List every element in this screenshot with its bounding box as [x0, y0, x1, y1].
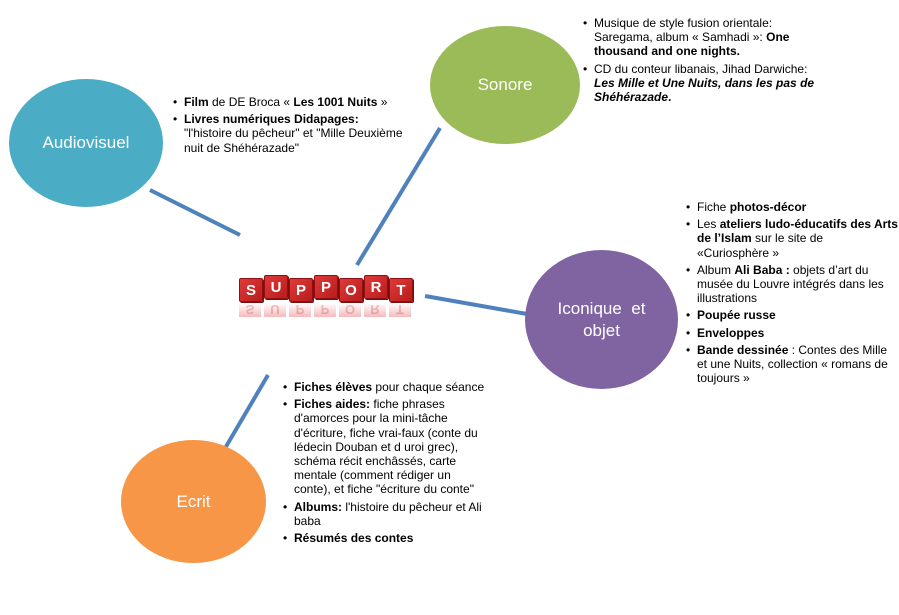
text: "l'histoire du pêcheur" et "Mille Deuxiè…: [184, 126, 403, 155]
node-iconique-objet: Iconique et objet: [525, 250, 678, 389]
text: l'histoire du pêcheur et Ali baba: [294, 499, 482, 528]
node-sonore-label: Sonore: [477, 75, 533, 95]
bold-text: Bande dessinée: [697, 342, 789, 357]
logo-letter-cube: P: [314, 275, 338, 299]
logo-letter-cube: S: [239, 278, 263, 302]
list-item: Musique de style fusion orientale: Sareg…: [583, 16, 823, 59]
node-iconique-label: Iconique et objet: [547, 298, 657, 341]
text: sur le site de «Curiosphère »: [697, 231, 824, 260]
bold-text: Poupée russe: [697, 308, 776, 323]
list-item: Film de DE Broca « Les 1001 Nuits »: [173, 95, 403, 109]
logo-letter-reflection: O: [339, 303, 361, 317]
logo-letter-reflection: P: [314, 303, 336, 317]
iconique-list: Fiche photos-décorLes ateliers ludo-éduc…: [686, 200, 898, 388]
list-item: Livres numériques Didapages: "l'histoire…: [173, 112, 403, 155]
text: objets d’art du musée du Louvre intégrés…: [697, 262, 884, 306]
text: de DE Broca «: [208, 95, 294, 109]
logo-letter-reflection: P: [289, 303, 311, 317]
logo-letter-reflection: T: [389, 303, 411, 317]
text: Album: [697, 262, 735, 277]
node-ecrit: Ecrit: [121, 440, 266, 563]
bold-text: Fiches aides:: [294, 397, 371, 412]
sonore-list: Musique de style fusion orientale: Sareg…: [583, 16, 823, 107]
text: Les: [697, 217, 720, 232]
audiovisuel-list: Film de DE Broca « Les 1001 Nuits » Livre…: [173, 95, 403, 158]
list-item: Fiche photos-décor: [686, 200, 898, 214]
text: CD du conteur libanais, Jihad Darwiche:: [594, 61, 808, 76]
logo-letter-cube: U: [264, 275, 288, 299]
logo-letter-cube: O: [339, 278, 363, 302]
list-item: Fiches aides: fiche phrases d'amorces po…: [283, 397, 488, 496]
logo-letter-cube: T: [389, 278, 413, 302]
bold-text: Livres numériques Didapages:: [184, 112, 359, 127]
text: pour chaque séance: [372, 380, 485, 394]
text: »: [377, 95, 388, 109]
list-item: Résumés des contes: [283, 531, 488, 545]
text: Fiche: [697, 200, 730, 214]
connector-ecrit: [222, 373, 270, 452]
list-item: CD du conteur libanais, Jihad Darwiche: …: [583, 62, 823, 105]
list-item: Fiches élèves pour chaque séance: [283, 380, 488, 394]
logo-letter-reflection: S: [239, 303, 261, 317]
bold-text: One thousand and one nights.: [594, 30, 790, 59]
logo-letter-cube: P: [289, 278, 313, 302]
bold-text: Fiches élèves: [294, 380, 373, 394]
list-item: Albums: l'histoire du pêcheur et Ali bab…: [283, 500, 488, 528]
node-sonore: Sonore: [430, 26, 580, 144]
list-item: Album Ali Baba : objets d’art du musée d…: [686, 263, 898, 306]
node-audiovisuel: Audiovisuel: [9, 79, 163, 207]
text: : Contes des Mille et une Nuits, collect…: [697, 342, 888, 386]
connector-audio: [149, 188, 241, 237]
bold-text: Enveloppes: [697, 325, 765, 340]
connector-sonore: [355, 126, 442, 267]
list-item: Enveloppes: [686, 326, 898, 340]
list-item: Poupée russe: [686, 308, 898, 322]
logo-letter-cube: R: [364, 275, 388, 299]
bold-text: Ali Baba :: [734, 262, 790, 277]
connector-iconique: [424, 294, 528, 316]
node-iconique-line2: objet: [583, 320, 620, 340]
bold-text: .: [668, 90, 672, 105]
ecrit-list: Fiches élèves pour chaque séanceFiches a…: [283, 380, 488, 548]
logo-letter-reflection: R: [364, 303, 386, 317]
bold-text: Résumés des contes: [294, 531, 414, 546]
list-item: Les ateliers ludo-éducatifs des Arts de …: [686, 217, 898, 260]
text: fiche phrases d'amorces pour la mini-tâc…: [294, 397, 478, 497]
bold-text: photos-décor: [729, 200, 807, 214]
node-audiovisuel-label: Audiovisuel: [42, 133, 130, 153]
node-iconique-line1: Iconique et: [557, 299, 646, 319]
bold-text: Film: [184, 95, 209, 109]
bold-text: Albums:: [294, 499, 342, 514]
bold-text: ateliers ludo-éducatifs des Arts de l’Is…: [697, 217, 898, 246]
list-item: Bande dessinée : Contes des Mille et une…: [686, 343, 898, 386]
text: Musique de style fusion orientale: Sareg…: [594, 16, 773, 45]
logo-letter-reflection: U: [264, 303, 286, 317]
node-ecrit-label: Ecrit: [176, 491, 211, 511]
bold-text: Les 1001 Nuits: [293, 95, 378, 109]
bold-text: Les Mille et Une Nuits, dans les pas de …: [594, 75, 815, 105]
